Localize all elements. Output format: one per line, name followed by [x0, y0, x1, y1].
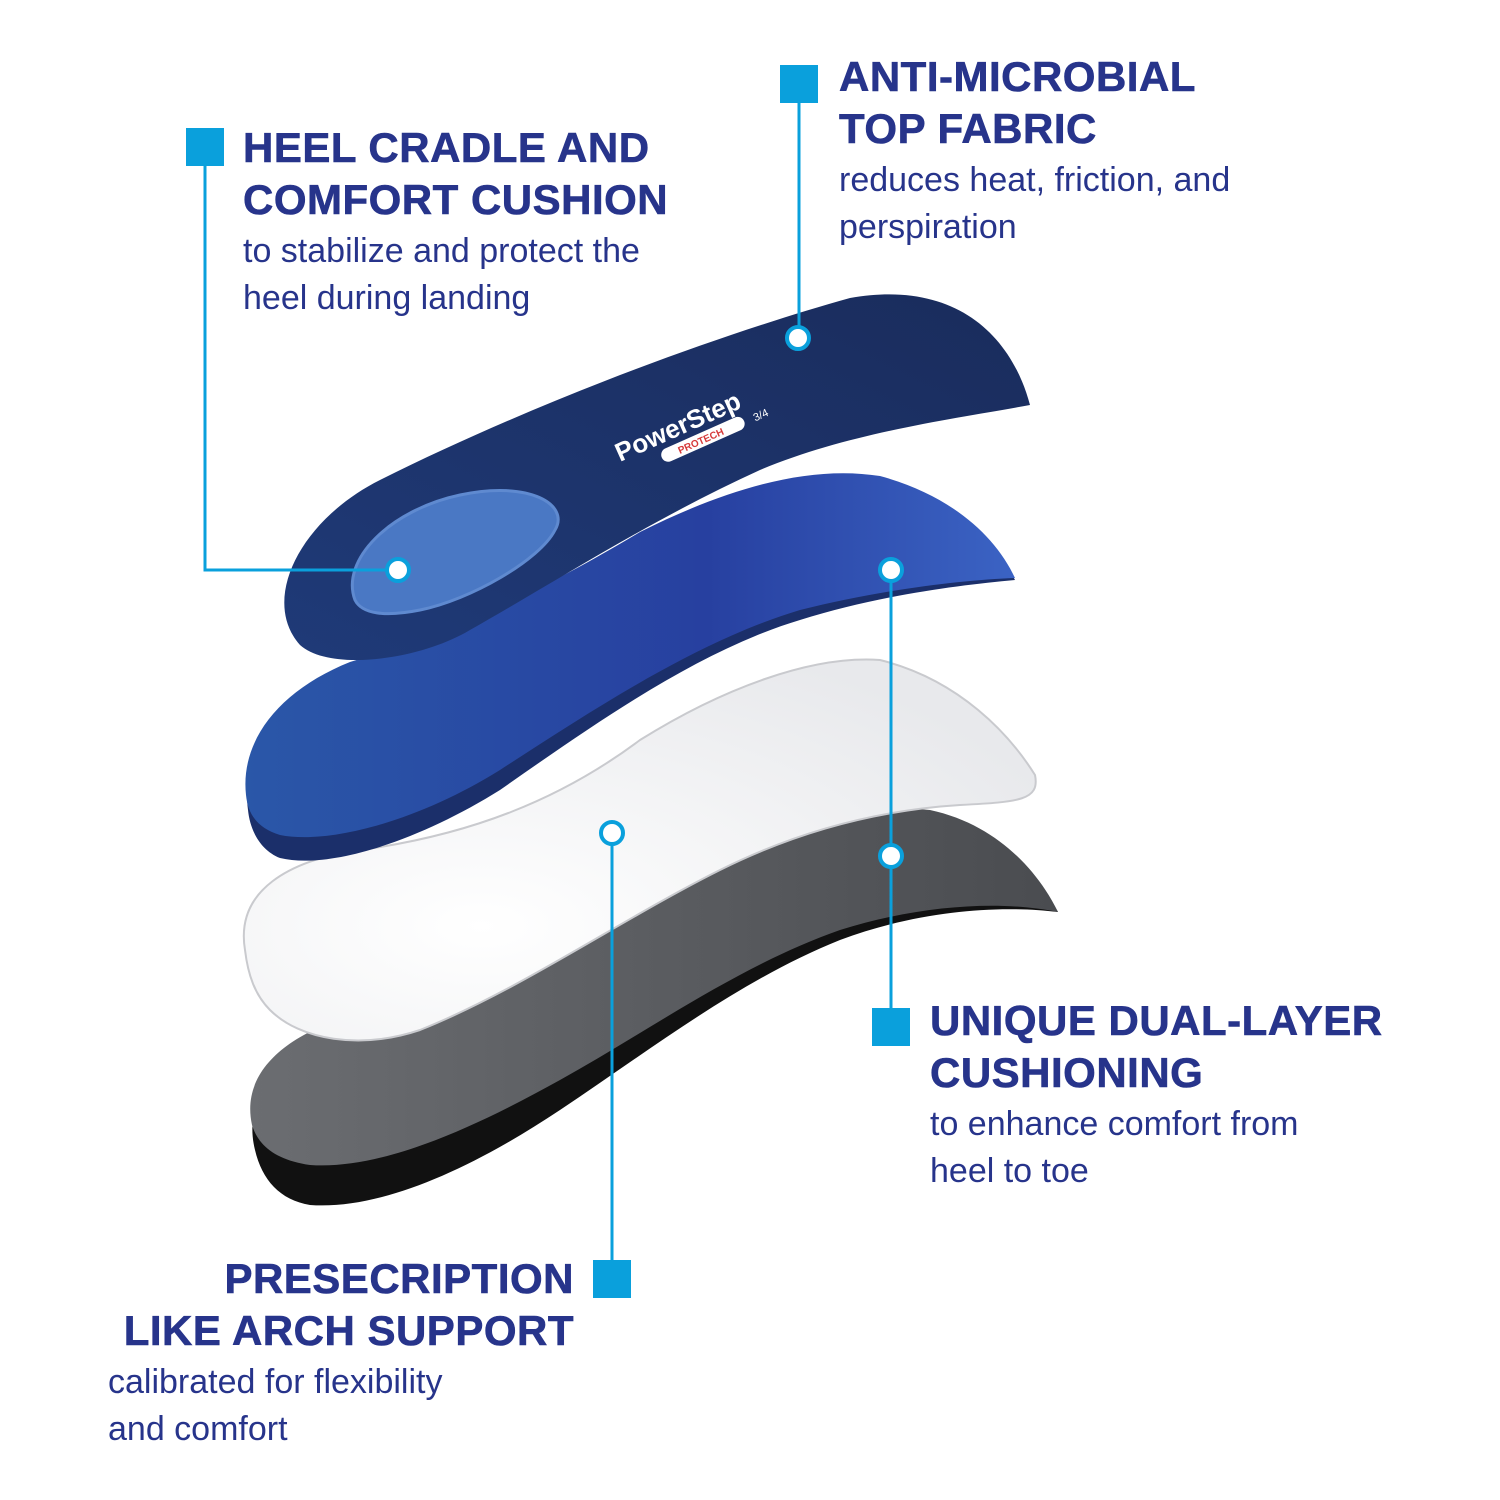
callout-title: LIKE ARCH SUPPORT: [123, 1307, 574, 1355]
callout-title: HEEL CRADLE AND: [243, 124, 650, 172]
heel-cushion-pad: [350, 489, 560, 616]
callout-body: perspiration: [839, 208, 1017, 246]
svg-text:3/4: 3/4: [752, 407, 771, 424]
callout-dots: [385, 325, 904, 869]
callout-dual-layer: UNIQUE DUAL-LAYER CUSHIONING to enhance …: [930, 995, 1383, 1195]
callout-title: CUSHIONING: [930, 1049, 1204, 1097]
gray-base-layer: [250, 807, 1059, 1206]
callout-body: reduces heat, friction, and: [839, 161, 1231, 199]
callout-body: heel to toe: [930, 1152, 1089, 1190]
white-cushion-layer: [242, 658, 1037, 1042]
callout-title: PRESECRIPTION: [224, 1255, 574, 1303]
callout-body: to enhance comfort from: [930, 1105, 1299, 1143]
callout-title: ANTI-MICROBIAL: [839, 53, 1196, 101]
callout-title: UNIQUE DUAL-LAYER: [930, 997, 1383, 1045]
callout-body: heel during landing: [243, 279, 531, 317]
callout-leader-lines: [203, 103, 893, 1260]
callout-title: COMFORT CUSHION: [243, 176, 669, 224]
callout-arch-support: PRESECRIPTION LIKE ARCH SUPPORT calibrat…: [108, 1253, 574, 1453]
callout-body: and comfort: [108, 1410, 288, 1448]
callout-heel-cradle: HEEL CRADLE AND COMFORT CUSHION to stabi…: [243, 122, 668, 322]
callout-body: calibrated for flexibility: [108, 1363, 443, 1401]
top-fabric-layer: PowerStep PROTECH 3/4: [284, 294, 1030, 661]
callout-body: to stabilize and protect the: [243, 232, 640, 270]
blue-support-layer: [245, 473, 1016, 861]
callout-anti-microbial: ANTI-MICROBIAL TOP FABRIC reduces heat, …: [839, 51, 1231, 251]
callout-title: TOP FABRIC: [839, 105, 1097, 153]
callout-squares: [186, 65, 910, 1298]
